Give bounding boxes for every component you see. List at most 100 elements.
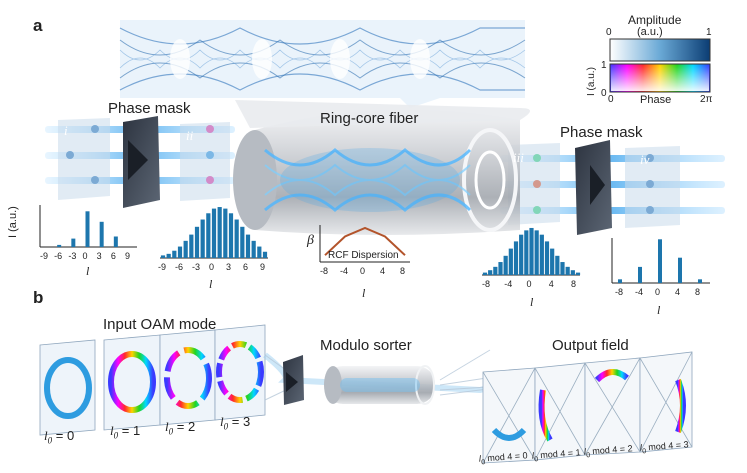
bar-hist_iii--3	[513, 241, 519, 275]
bar-hist_iii--9	[482, 272, 488, 275]
hist-i-tick: 0	[82, 251, 88, 261]
bar-hist_iii-6	[560, 262, 565, 275]
phase-title: Phase	[640, 94, 672, 106]
bar-hist_ii--8	[166, 253, 171, 258]
hist-i-tick: 6	[110, 251, 116, 261]
hist-iv-tick: -4	[635, 287, 644, 297]
label-iii: iii	[513, 150, 524, 165]
output-arc-2	[594, 369, 629, 383]
dispersion-axes	[319, 225, 410, 263]
bar-hist_iv--4	[638, 266, 642, 283]
label-i: i	[64, 123, 68, 138]
output-arc-3	[675, 378, 686, 434]
input-oam-title: Input OAM mode	[103, 316, 217, 333]
fiber-label: Ring-core fiber	[320, 110, 419, 127]
interference-pattern	[119, 20, 526, 108]
hist-iv-tick: 0	[655, 287, 661, 297]
label-iv: iv	[640, 152, 650, 167]
bar-hist_iii-8	[570, 270, 575, 275]
bar-hist_iv-8	[698, 279, 702, 283]
oam-ring-0	[44, 357, 92, 419]
hist-ii-tick: 3	[226, 262, 232, 272]
bar-hist_iv--8	[618, 279, 622, 283]
dispersion-tick: 4	[380, 266, 386, 276]
hist-iii-tick: 0	[526, 279, 532, 289]
dispersion-caption: RCF Dispersion	[328, 250, 399, 261]
hist-iv-tick: -8	[615, 287, 624, 297]
dispersion-tick: 0	[360, 266, 366, 276]
hist-iv-xlabel: l	[657, 303, 661, 317]
hist-ii-tick: 9	[260, 262, 266, 272]
bar-hist_iii--4	[508, 248, 513, 275]
hist-i-tick: 3	[96, 251, 102, 261]
output-planes	[482, 351, 693, 464]
hist-iv-tick: 4	[675, 287, 681, 297]
hist-iii-tick: -4	[504, 279, 513, 289]
input-mode-label: l0 = 2	[165, 419, 196, 437]
sorter-mask	[283, 355, 304, 405]
dispersion-tick: 8	[400, 266, 406, 276]
dispersion-ylabel: β	[307, 233, 314, 248]
bar-hist_ii--4	[189, 234, 194, 258]
panel-b-letter: b	[33, 288, 44, 307]
hist-ii-tick: -9	[158, 262, 167, 272]
dispersion-xlabel: l	[362, 286, 366, 300]
hist-iii-tick: 4	[548, 279, 554, 289]
hist-ii-xlabel: l	[209, 277, 213, 291]
bar-hist_ii-1	[217, 207, 222, 258]
bar-hist_iii-4	[550, 248, 555, 275]
bar-hist_ii-6	[245, 234, 251, 258]
bar-hist_ii-5	[240, 226, 245, 258]
hist-iii-tick: 8	[571, 279, 577, 289]
hist-iii-xlabel: l	[530, 295, 534, 309]
input-mode-label: l0 = 1	[110, 423, 141, 441]
bar-hist_ii--7	[172, 250, 177, 258]
ring-core-fiber	[233, 100, 530, 235]
bar-hist_ii-3	[228, 213, 234, 258]
hist-i-tick: -9	[40, 251, 49, 261]
hist-ii-tick: -6	[175, 262, 184, 272]
output-field-title: Output field	[552, 337, 629, 354]
hist-ii-tick: -3	[192, 262, 201, 272]
sorter-fiber	[324, 365, 435, 405]
hist-iii-tick: -8	[482, 279, 491, 289]
hist-iv-bars	[618, 239, 702, 283]
dispersion-tick: -8	[320, 266, 329, 276]
bar-hist_ii--1	[206, 213, 211, 258]
amplitude-colorbar	[609, 38, 711, 62]
bar-hist_ii-2	[223, 208, 228, 258]
i-max: 1	[601, 60, 607, 71]
plane-i	[58, 118, 110, 200]
phase-mask-left	[123, 116, 160, 208]
output-arc-0	[491, 427, 527, 441]
hist-iii-bars	[482, 227, 581, 275]
phase-mask-left-label: Phase mask	[108, 100, 191, 117]
phase-max: 2π	[700, 94, 713, 105]
label-ii: ii	[186, 128, 194, 143]
hist-i-ylabel: I (a.u.)	[7, 206, 19, 238]
input-mode-label: l0 = 3	[220, 414, 251, 432]
bar-hist_iv-0	[658, 239, 662, 283]
plane-ii	[180, 122, 230, 201]
hist-ii-bars	[160, 207, 268, 258]
hist-i-bars	[57, 211, 118, 247]
hist-ii-tick: 0	[209, 262, 215, 272]
phase-mask-right-label: Phase mask	[560, 124, 643, 141]
bar-hist_iii--5	[503, 255, 508, 275]
oam-ring-3	[216, 341, 264, 403]
bar-hist_iii-5	[555, 255, 560, 275]
panel-a-letter: a	[33, 16, 43, 35]
bar-hist_ii--6	[177, 246, 183, 258]
bar-hist_iii-0	[529, 227, 534, 275]
bar-hist_i-0	[85, 211, 90, 247]
bar-hist_ii-7	[251, 240, 256, 258]
amp-min: 0	[606, 27, 612, 38]
hist-i-tick: -3	[68, 251, 77, 261]
bar-hist_iii--7	[493, 266, 498, 275]
phase-mask-right	[575, 140, 612, 235]
amp-max: 1	[706, 27, 712, 38]
modulo-sorter-title: Modulo sorter	[320, 337, 412, 354]
dispersion-tick: -4	[340, 266, 349, 276]
bar-hist_i-6	[113, 236, 118, 247]
hist-i-tick: -6	[54, 251, 63, 261]
